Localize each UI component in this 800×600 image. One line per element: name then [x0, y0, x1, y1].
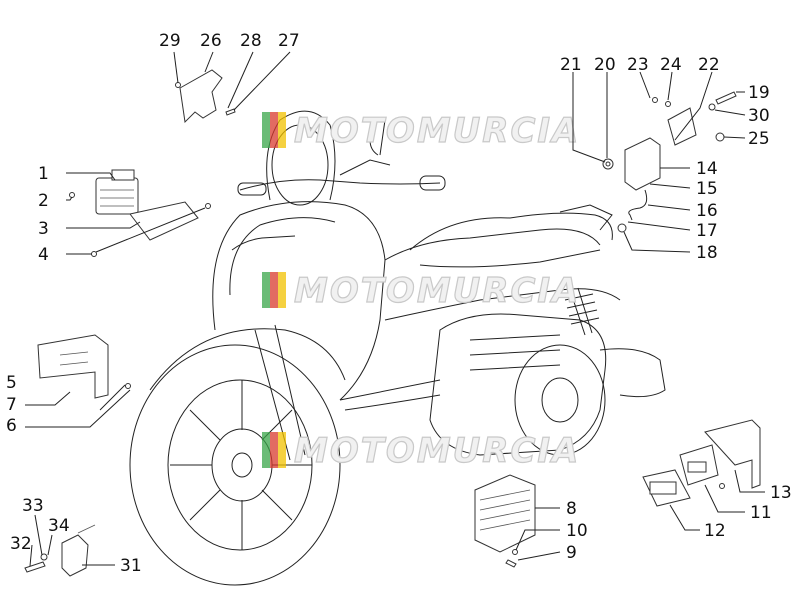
- relay-14-group: [572, 71, 746, 253]
- flag-red: [270, 272, 278, 308]
- flag-red: [270, 112, 278, 148]
- callout-31: 31: [120, 556, 142, 576]
- part-31-group: [24, 514, 115, 577]
- watermark-top: MOTOMURCIA MOTOMURCIA: [262, 110, 580, 152]
- callout-labels: 29 26 28 27 1 2 3 4 5 7 6 21 20 23 24 22…: [6, 31, 792, 576]
- callout-10: 10: [566, 521, 588, 541]
- callout-15: 15: [696, 179, 718, 199]
- callout-22: 22: [698, 55, 720, 75]
- callout-8: 8: [566, 499, 577, 519]
- flag-yellow: [278, 432, 286, 468]
- scooter-drawing: [129, 110, 666, 586]
- watermark-text-outline: MOTOMURCIA: [294, 111, 580, 151]
- regulator-1-group: [66, 169, 211, 257]
- callout-13: 13: [770, 483, 792, 503]
- callout-16: 16: [696, 201, 718, 221]
- callout-34: 34: [48, 516, 70, 536]
- callout-19: 19: [748, 83, 770, 103]
- flag-yellow: [278, 112, 286, 148]
- callout-6: 6: [6, 416, 17, 436]
- callout-4: 4: [38, 245, 49, 265]
- flag-green: [262, 432, 270, 468]
- callout-29: 29: [159, 31, 181, 51]
- bracket-26-group: [173, 51, 291, 124]
- callout-28: 28: [240, 31, 262, 51]
- watermark-text-outline: MOTOMURCIA: [294, 431, 580, 471]
- callout-33: 33: [22, 496, 44, 516]
- bracket-5-group: [25, 334, 131, 428]
- callout-20: 20: [594, 55, 616, 75]
- callout-18: 18: [696, 243, 718, 263]
- callout-3: 3: [38, 219, 49, 239]
- watermark-bottom: MOTOMURCIA MOTOMURCIA: [262, 430, 580, 472]
- callout-26: 26: [200, 31, 222, 51]
- callout-11: 11: [750, 503, 772, 523]
- callout-9: 9: [566, 543, 577, 563]
- callout-24: 24: [660, 55, 682, 75]
- callout-12: 12: [704, 521, 726, 541]
- watermark-text: MOTOMURCIA: [294, 271, 580, 311]
- callout-21: 21: [560, 55, 582, 75]
- flag-green: [262, 272, 270, 308]
- watermark-text-outline: MOTOMURCIA: [294, 271, 580, 311]
- cdi-8-group: [474, 474, 561, 568]
- callout-23: 23: [627, 55, 649, 75]
- callout-25: 25: [748, 129, 770, 149]
- watermark-middle: MOTOMURCIA MOTOMURCIA: [262, 270, 580, 312]
- flag-yellow: [278, 272, 286, 308]
- rectifier-11-group: [642, 419, 765, 531]
- callout-14: 14: [696, 159, 718, 179]
- flag-green: [262, 112, 270, 148]
- callout-17: 17: [696, 221, 718, 241]
- callout-32: 32: [10, 534, 32, 554]
- flag-red: [270, 432, 278, 468]
- callout-30: 30: [748, 106, 770, 126]
- callout-5: 5: [6, 373, 17, 393]
- callout-1: 1: [38, 164, 49, 184]
- watermark-text: MOTOMURCIA: [294, 111, 580, 151]
- callout-7: 7: [6, 395, 17, 415]
- watermark-text: MOTOMURCIA: [294, 431, 580, 471]
- callout-2: 2: [38, 191, 49, 211]
- callout-27: 27: [278, 31, 300, 51]
